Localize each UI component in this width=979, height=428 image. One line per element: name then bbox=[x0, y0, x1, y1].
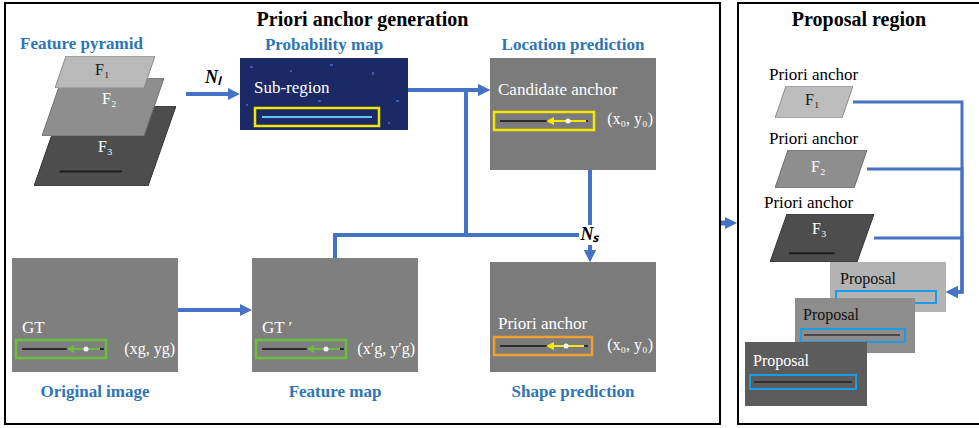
level-label: F₁ bbox=[805, 91, 819, 109]
level-label: F₁ bbox=[95, 61, 109, 79]
crack bbox=[754, 381, 852, 383]
connector bbox=[186, 92, 232, 96]
feature-level: F₁ bbox=[55, 56, 155, 88]
crack bbox=[789, 252, 835, 254]
sub-region-box bbox=[255, 108, 379, 126]
level-outline bbox=[775, 86, 853, 118]
anchor-heading: Priori anchor bbox=[769, 65, 858, 85]
connector bbox=[178, 308, 244, 312]
panel: Proposal regionPriori anchorF₁Priori anc… bbox=[737, 2, 979, 425]
anchor-label: Candidate anchor bbox=[498, 80, 617, 100]
level-outline bbox=[770, 214, 874, 262]
proposal-box bbox=[750, 375, 856, 389]
probability-image bbox=[240, 58, 408, 130]
crack bbox=[500, 120, 588, 122]
feature-map-image bbox=[252, 258, 418, 372]
gt-label: GT ′ bbox=[262, 318, 292, 338]
anchor-label: Priori anchor bbox=[498, 314, 587, 334]
original-image: GT(xg, yg)Original image bbox=[12, 258, 178, 372]
level-label: F₂ bbox=[102, 90, 116, 108]
level-outline bbox=[34, 106, 176, 186]
proposal-image: Proposal bbox=[795, 298, 915, 353]
anchor-point bbox=[564, 344, 569, 349]
panel-title: Priori anchor generation bbox=[6, 8, 719, 31]
image-heading: Feature map bbox=[289, 382, 382, 402]
crack bbox=[500, 345, 588, 347]
anchor-point bbox=[566, 119, 571, 124]
gt-point bbox=[324, 347, 329, 352]
crack bbox=[262, 348, 344, 350]
crack bbox=[804, 334, 900, 336]
connector bbox=[853, 102, 962, 292]
level-label: F₃ bbox=[98, 138, 112, 156]
location-image bbox=[490, 58, 656, 170]
speckle bbox=[246, 64, 399, 124]
image-heading: Shape prediction bbox=[512, 382, 635, 402]
priori-anchor-box bbox=[494, 337, 592, 355]
crack bbox=[60, 171, 122, 173]
proposal-image: Proposal bbox=[830, 262, 946, 312]
connector bbox=[335, 235, 590, 258]
connector bbox=[335, 90, 482, 258]
ground-truth-box bbox=[256, 340, 346, 358]
proposal-label: Proposal bbox=[803, 306, 859, 324]
edge-label: Nₛ bbox=[579, 225, 602, 245]
image-heading: Original image bbox=[40, 382, 149, 402]
location-prediction: Location predictionCandidate anchor(x₀, … bbox=[490, 58, 656, 170]
gt-arrowhead bbox=[66, 345, 74, 353]
gt-label: GT bbox=[22, 318, 45, 338]
anchor-heading: Priori anchor bbox=[769, 129, 858, 149]
anchor-arrowhead bbox=[546, 342, 554, 350]
region-label: Sub-region bbox=[254, 78, 330, 98]
level-label: F₃ bbox=[812, 220, 826, 238]
proposal-box bbox=[801, 329, 905, 342]
probability-map: Probability mapSub-region bbox=[240, 58, 408, 130]
candidate-box bbox=[494, 112, 594, 130]
priori-anchor-level: Priori anchorF₂ bbox=[775, 150, 867, 188]
priori-anchor-level: Priori anchorF₃ bbox=[770, 214, 874, 262]
proposal-image bbox=[745, 342, 867, 406]
image-heading: Location prediction bbox=[502, 35, 645, 55]
level-outline bbox=[775, 150, 867, 188]
anchor-heading: Priori anchor bbox=[764, 193, 853, 213]
proposal-label: Proposal bbox=[753, 352, 809, 370]
original-image bbox=[12, 258, 178, 372]
proposal-label: Proposal bbox=[840, 270, 896, 288]
connector bbox=[721, 221, 729, 226]
edge-label: Nₗ bbox=[203, 68, 223, 88]
level-outline bbox=[42, 78, 164, 136]
gt-arrowhead bbox=[306, 345, 314, 353]
proposal-image: Proposal bbox=[745, 342, 867, 406]
image-heading: Probability map bbox=[265, 35, 383, 55]
priori-anchor-level: Priori anchorF₁ bbox=[775, 86, 853, 118]
coordinate: (xg, yg) bbox=[124, 340, 175, 358]
coordinate: (x′g, y′g) bbox=[357, 340, 415, 358]
shape-prediction: Priori anchor(x₀, y₀)Shape prediction bbox=[490, 262, 656, 372]
anchor-arrowhead bbox=[546, 117, 554, 125]
panel: Priori anchor generationFeature pyramidF… bbox=[4, 2, 721, 425]
coordinate: (x₀, y₀) bbox=[607, 336, 653, 354]
feature-map: GT ′(x′g, y′g)Feature map bbox=[252, 258, 418, 372]
gt-point bbox=[84, 347, 89, 352]
feature-pyramid: Feature pyramidF₁ F₂ F₃ bbox=[14, 34, 186, 190]
panel-title: Proposal region bbox=[739, 8, 979, 31]
crack-response bbox=[262, 116, 372, 118]
level-outline bbox=[55, 56, 155, 88]
level-label: F₂ bbox=[811, 158, 825, 176]
coordinate: (x₀, y₀) bbox=[607, 110, 653, 128]
ground-truth-box bbox=[16, 340, 106, 358]
image-heading: Feature pyramid bbox=[20, 34, 143, 54]
crack bbox=[22, 348, 104, 350]
shape-image bbox=[490, 262, 656, 372]
